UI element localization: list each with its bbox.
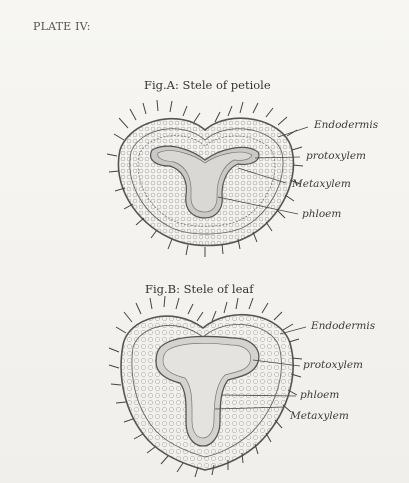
label-a-metaxylem: Metaxylem [292,178,351,190]
label-b-phloem: phloem [300,389,339,401]
label-b-metaxylem: Metaxylem [290,410,349,422]
figure-a-outline [107,100,303,257]
label-a-endodermis: Endodermis [314,119,378,131]
label-a-phloem: phloem [302,208,341,220]
label-a-protoxylem: protoxylem [306,150,366,162]
label-b-endodermis: Endodermis [311,320,375,332]
label-b-protoxylem: protoxylem [303,359,363,371]
figure-b-outline [109,296,302,477]
